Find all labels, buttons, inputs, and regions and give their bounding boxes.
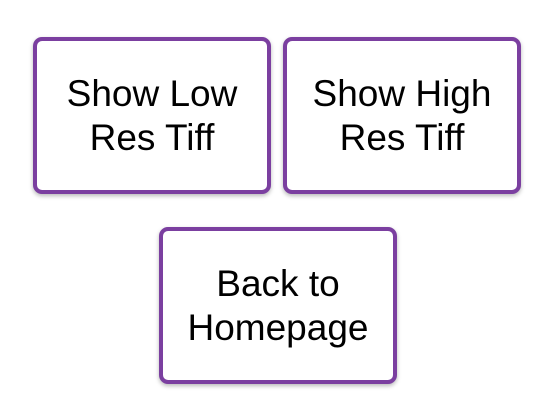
- show-high-res-tiff-button[interactable]: Show High Res Tiff: [283, 37, 521, 194]
- show-low-res-tiff-label: Show Low Res Tiff: [66, 72, 238, 158]
- show-low-res-tiff-button[interactable]: Show Low Res Tiff: [33, 37, 271, 194]
- back-to-homepage-button[interactable]: Back to Homepage: [159, 227, 397, 384]
- show-high-res-tiff-label: Show High Res Tiff: [312, 72, 492, 158]
- back-to-homepage-label: Back to Homepage: [187, 262, 369, 348]
